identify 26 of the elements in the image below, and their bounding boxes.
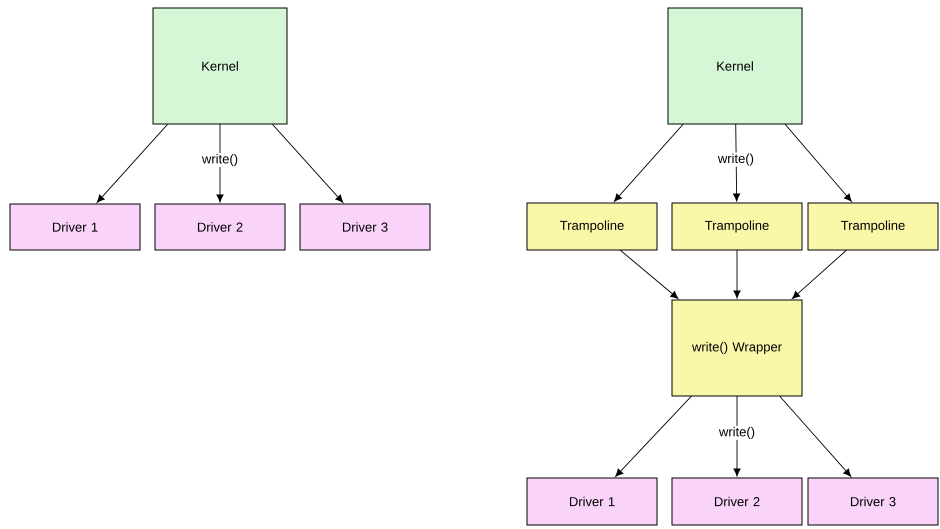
edge-label: write(): [200, 153, 240, 168]
trampoline-box: Trampoline: [672, 202, 802, 250]
arrow: [96, 124, 168, 203]
arrow: [792, 250, 847, 299]
arrow: [733, 396, 741, 476]
arrow: [780, 396, 852, 477]
driver-box: Driver 1: [526, 478, 658, 526]
wrapper-box: write() Wrapper: [672, 300, 802, 396]
driver-box: Driver 1: [10, 204, 140, 250]
driver-box: Driver 3: [808, 478, 938, 526]
edge-label: write(): [718, 426, 756, 440]
arrow: [614, 124, 684, 202]
trampoline-box: Trampoline: [808, 202, 938, 250]
arrow: [272, 124, 344, 203]
kernel-box: Kernel: [152, 8, 288, 124]
kernel-box: Kernel: [668, 8, 802, 124]
edge-label: write(): [716, 152, 755, 167]
driver-box: Driver 2: [154, 204, 286, 250]
arrow: [733, 250, 741, 298]
arrow: [620, 250, 678, 299]
arrow: [615, 396, 692, 477]
driver-box: Driver 3: [300, 204, 430, 250]
arrow: [733, 124, 740, 202]
driver-box: Driver 2: [672, 478, 802, 526]
arrow: [784, 124, 852, 202]
trampoline-box: Trampoline: [526, 202, 658, 250]
